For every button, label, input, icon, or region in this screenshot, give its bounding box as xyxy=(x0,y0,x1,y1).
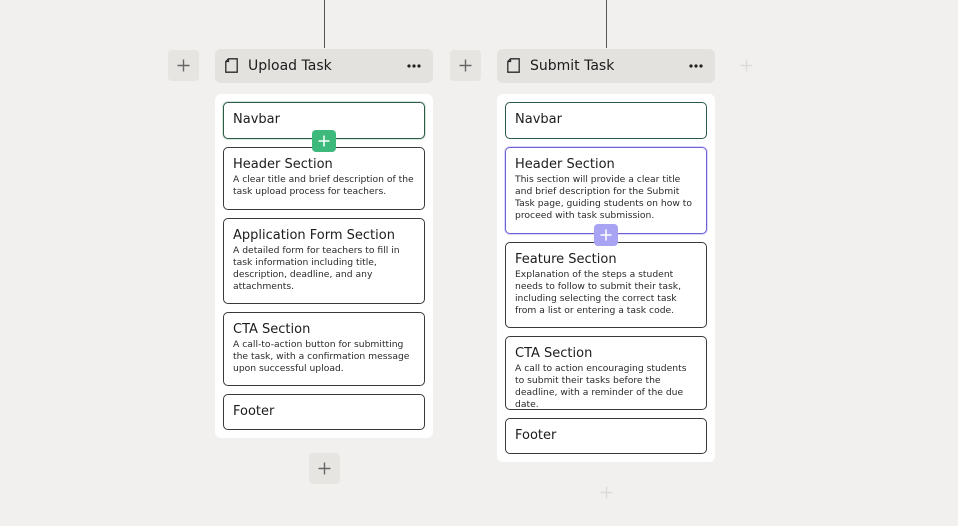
section-feature[interactable]: Feature Section Explanation of the steps… xyxy=(505,242,707,328)
add-section-button-bottom-faint[interactable] xyxy=(591,477,622,508)
page-header[interactable]: Submit Task xyxy=(497,49,715,83)
section-description: A clear title and brief description of t… xyxy=(233,174,414,197)
page-title: Submit Task xyxy=(530,58,615,74)
section-cta[interactable]: CTA Section A call to action encouraging… xyxy=(505,336,707,410)
section-description: A detailed form for teachers to fill in … xyxy=(233,245,400,292)
more-horizontal-icon[interactable] xyxy=(687,64,705,68)
add-section-button-bottom[interactable] xyxy=(309,453,340,484)
section-description: This section will provide a clear title … xyxy=(515,174,692,221)
page-icon xyxy=(507,58,521,74)
section-footer[interactable]: Footer xyxy=(505,418,707,454)
section-title: Navbar xyxy=(515,112,562,127)
section-list: Navbar Header Section A clear title and … xyxy=(215,94,433,438)
add-page-button-right[interactable] xyxy=(731,50,762,81)
section-description: A call-to-action button for submitting t… xyxy=(233,339,410,374)
add-page-button-middle[interactable] xyxy=(450,50,481,81)
section-description: Explanation of the steps a student needs… xyxy=(515,269,682,316)
section-title: Application Form Section xyxy=(233,228,395,243)
section-title: Header Section xyxy=(233,157,333,172)
plus-icon xyxy=(177,59,190,72)
section-title: Footer xyxy=(233,404,275,419)
plus-icon xyxy=(318,462,331,475)
page-header[interactable]: Upload Task xyxy=(215,49,433,83)
insert-section-button[interactable] xyxy=(312,130,336,152)
connector-line-submit xyxy=(606,0,607,48)
section-title: Navbar xyxy=(233,112,280,127)
section-header[interactable]: Header Section This section will provide… xyxy=(505,147,707,246)
add-page-button-left[interactable] xyxy=(168,50,199,81)
page-title: Upload Task xyxy=(248,58,332,74)
section-navbar[interactable]: Navbar xyxy=(223,102,425,152)
section-title: CTA Section xyxy=(515,346,593,361)
plus-icon xyxy=(459,59,472,72)
section-description: A call to action encouraging students to… xyxy=(515,363,687,410)
plus-icon xyxy=(318,135,330,147)
page-icon xyxy=(225,58,239,74)
section-application-form[interactable]: Application Form Section A detailed form… xyxy=(223,218,425,304)
section-title: Footer xyxy=(515,428,557,443)
section-title: Feature Section xyxy=(515,252,617,267)
plus-icon xyxy=(600,486,613,499)
page-column-submit-task: Submit Task Navbar Header Section This s… xyxy=(497,49,715,462)
section-navbar[interactable]: Navbar xyxy=(505,102,707,139)
page-column-upload-task: Upload Task Navbar Header Section A clea… xyxy=(215,49,433,438)
section-header[interactable]: Header Section A clear title and brief d… xyxy=(223,147,425,210)
plus-icon xyxy=(740,59,753,72)
section-title: Header Section xyxy=(515,157,615,172)
section-title: CTA Section xyxy=(233,322,311,337)
section-footer[interactable]: Footer xyxy=(223,394,425,430)
section-cta[interactable]: CTA Section A call-to-action button for … xyxy=(223,312,425,386)
insert-section-button[interactable] xyxy=(594,224,618,246)
more-horizontal-icon[interactable] xyxy=(405,64,423,68)
connector-line-upload xyxy=(324,0,325,48)
section-list: Navbar Header Section This section will … xyxy=(497,94,715,462)
plus-icon xyxy=(600,229,612,241)
